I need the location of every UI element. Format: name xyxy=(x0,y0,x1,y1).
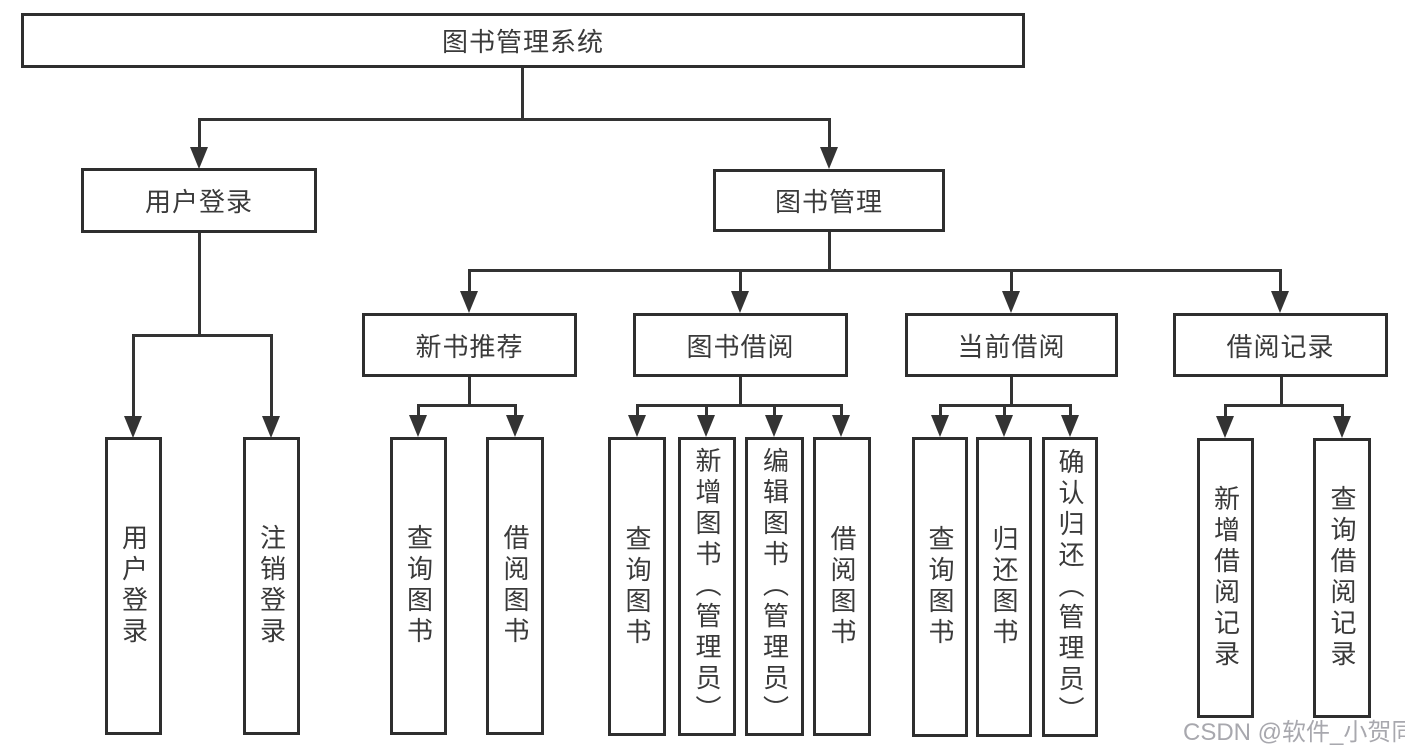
leaf-user-login-label: 用户登录 xyxy=(118,524,149,648)
leaf-borrow-book: 借阅图书 xyxy=(813,437,871,736)
connector-current-c1-stem xyxy=(939,404,942,417)
connector-borrow-drop xyxy=(739,377,742,406)
csdn-watermark: CSDN @软件_小贺同学 xyxy=(1183,719,1405,746)
connector-record-drop xyxy=(1280,377,1283,406)
arrow-to-recommend xyxy=(460,291,478,313)
leaf-confirm-return-admin-label: 确认归还（管理员） xyxy=(1055,447,1085,727)
connector-level1-rail xyxy=(198,118,830,121)
arrow-borrow-c4 xyxy=(832,415,850,437)
leaf-borrow-query-book-label: 查询图书 xyxy=(622,524,652,649)
connector-current-c3-stem xyxy=(1069,404,1072,417)
arrow-recommend-c2 xyxy=(506,415,524,437)
arrow-current-c3 xyxy=(1061,415,1079,437)
leaf-confirm-return-admin: 确认归还（管理员） xyxy=(1042,437,1098,737)
arrow-to-book-mgmt xyxy=(820,147,838,169)
leaf-return-book: 归还图书 xyxy=(976,437,1032,737)
connector-current-c2-stem xyxy=(1003,404,1006,417)
node-book-management: 图书管理 xyxy=(713,169,945,232)
leaf-query-borrow-record-label: 查询借阅记录 xyxy=(1327,485,1357,671)
arrow-recommend-c1 xyxy=(409,415,427,437)
arrow-to-current xyxy=(1002,291,1020,313)
connector-login-stem xyxy=(132,334,135,418)
leaf-recommend-borrow-book: 借阅图书 xyxy=(486,437,544,735)
leaf-current-query-book: 查询图书 xyxy=(912,437,968,737)
node-new-book-recommend: 新书推荐 xyxy=(362,313,577,377)
leaf-borrow-book-label: 借阅图书 xyxy=(827,524,857,649)
leaf-recommend-query-book-label: 查询图书 xyxy=(403,524,434,648)
node-root: 图书管理系统 xyxy=(21,13,1025,68)
arrow-borrow-c2 xyxy=(697,415,715,437)
leaf-query-borrow-record: 查询借阅记录 xyxy=(1313,438,1371,718)
leaf-return-book-label: 归还图书 xyxy=(989,525,1019,649)
connector-recommend-rail xyxy=(418,404,517,407)
node-book-borrow: 图书借阅 xyxy=(633,313,848,377)
node-book-borrow-label: 图书借阅 xyxy=(686,331,795,362)
arrow-to-user-login xyxy=(190,147,208,169)
connector-user-login-stem xyxy=(198,118,201,150)
leaf-logout-label: 注销登录 xyxy=(256,524,287,648)
node-new-book-recommend-label: 新书推荐 xyxy=(415,331,524,362)
leaf-add-book-admin-label: 新增图书（管理员） xyxy=(692,447,722,726)
connector-record-c1-stem xyxy=(1224,404,1227,418)
arrow-record-c2 xyxy=(1333,416,1351,438)
leaf-current-query-book-label: 查询图书 xyxy=(925,525,955,649)
connector-record-stem xyxy=(1279,269,1282,294)
arrow-current-c1 xyxy=(931,415,949,437)
leaf-add-book-admin: 新增图书（管理员） xyxy=(678,437,736,736)
node-borrow-record: 借阅记录 xyxy=(1173,313,1388,377)
arrow-to-login xyxy=(124,416,142,438)
connector-user-login-drop xyxy=(198,233,201,336)
connector-borrow-rail xyxy=(636,404,842,407)
arrow-borrow-c3 xyxy=(765,415,783,437)
arrow-to-record xyxy=(1271,291,1289,313)
connector-user-login-rail xyxy=(132,334,273,337)
connector-logout-stem xyxy=(270,334,273,418)
node-root-label: 图书管理系统 xyxy=(441,27,604,57)
connector-recommend-c2-stem xyxy=(514,404,517,417)
leaf-add-borrow-record: 新增借阅记录 xyxy=(1197,438,1254,718)
connector-recommend-stem xyxy=(468,269,471,294)
leaf-recommend-borrow-book-label: 借阅图书 xyxy=(500,524,530,648)
arrow-borrow-c1 xyxy=(628,415,646,437)
leaf-add-borrow-record-label: 新增借阅记录 xyxy=(1210,485,1241,671)
leaf-user-login: 用户登录 xyxy=(105,437,162,735)
node-current-borrow-label: 当前借阅 xyxy=(957,331,1066,362)
arrow-record-c1 xyxy=(1216,416,1234,438)
connector-record-c2-stem xyxy=(1341,404,1344,418)
arrow-to-borrow xyxy=(731,291,749,313)
leaf-logout: 注销登录 xyxy=(243,437,300,735)
leaf-edit-book-admin-label: 编辑图书（管理员） xyxy=(759,447,790,726)
connector-borrow-c4-stem xyxy=(840,404,843,417)
node-current-borrow: 当前借阅 xyxy=(905,313,1118,377)
leaf-borrow-query-book: 查询图书 xyxy=(608,437,666,736)
connector-borrow-c3-stem xyxy=(773,404,776,417)
node-borrow-record-label: 借阅记录 xyxy=(1226,331,1335,362)
leaf-edit-book-admin: 编辑图书（管理员） xyxy=(745,437,804,736)
connector-recommend-drop xyxy=(468,377,471,406)
connector-root-drop xyxy=(521,68,524,120)
connector-current-stem xyxy=(1010,269,1013,294)
connector-borrow-c1-stem xyxy=(636,404,639,417)
node-user-login-label: 用户登录 xyxy=(144,187,253,217)
arrow-to-logout xyxy=(262,416,280,438)
connector-record-rail xyxy=(1224,404,1343,407)
connector-level2-rail xyxy=(469,269,1282,272)
leaf-recommend-query-book: 查询图书 xyxy=(390,437,447,735)
connector-borrow-stem xyxy=(739,269,742,294)
arrow-current-c2 xyxy=(995,415,1013,437)
connector-recommend-c1-stem xyxy=(417,404,420,417)
node-user-login: 用户登录 xyxy=(81,168,317,233)
connector-current-drop xyxy=(1010,377,1013,406)
node-book-management-label: 图书管理 xyxy=(774,187,883,217)
connector-book-mgmt-drop xyxy=(828,232,831,271)
connector-book-mgmt-stem xyxy=(828,118,831,150)
connector-borrow-c2-stem xyxy=(705,404,708,417)
